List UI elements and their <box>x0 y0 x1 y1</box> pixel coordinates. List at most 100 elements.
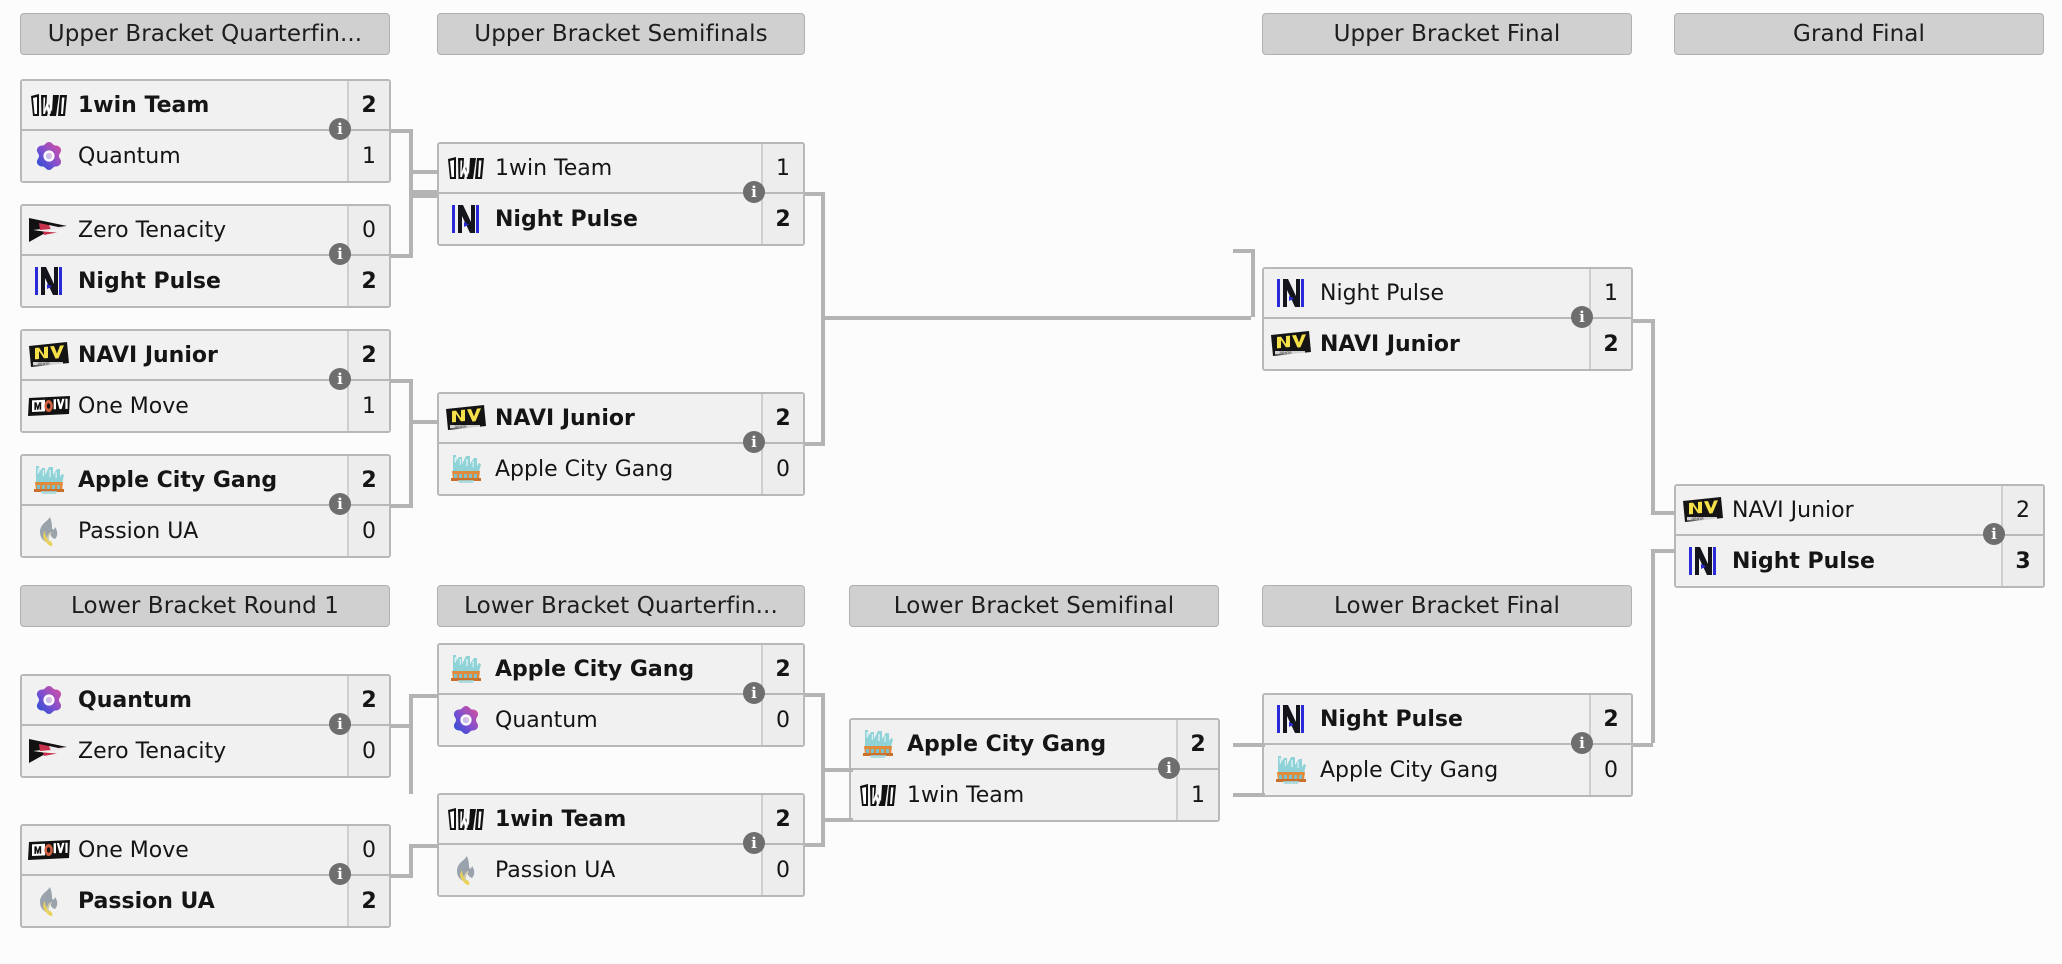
team-score: 1 <box>1176 770 1218 820</box>
match-info-icon[interactable]: i <box>329 713 351 735</box>
bracket-connector <box>391 129 413 133</box>
team-name: NAVI Junior <box>78 342 218 368</box>
team-score: 0 <box>347 506 389 556</box>
team-name: 1win Team <box>907 782 1025 808</box>
match-info-icon[interactable]: i <box>743 832 765 854</box>
team-score: 1 <box>347 131 389 181</box>
match-info-icon[interactable]: i <box>1158 757 1180 779</box>
svg-text:JUNIOR: JUNIOR <box>37 362 50 366</box>
match-info-icon[interactable]: i <box>743 181 765 203</box>
match-info-icon[interactable]: i <box>743 682 765 704</box>
team-name: One Move <box>78 837 189 863</box>
bracket-connector <box>409 420 439 424</box>
bracket-connector <box>409 844 413 876</box>
team-name: NAVI Junior <box>1732 497 1854 523</box>
bracket-connector <box>409 129 413 254</box>
match-info-icon[interactable]: i <box>329 118 351 140</box>
team-score: 2 <box>347 331 389 379</box>
team-name: Apple City Gang <box>78 467 278 493</box>
team-row-bottom[interactable]: Quantum 0 <box>439 695 803 745</box>
team-name: Quantum <box>495 707 598 733</box>
match-info-icon[interactable]: i <box>1983 523 2005 545</box>
team-name: 1win Team <box>495 155 613 181</box>
team-score: 3 <box>2001 536 2043 586</box>
quantum-logo <box>26 683 72 717</box>
team-name: Night Pulse <box>1320 280 1445 306</box>
bracket-connector <box>1233 793 1265 797</box>
team-row-bottom[interactable]: 1win Team 1 <box>851 770 1218 820</box>
bracket-connector <box>391 504 413 508</box>
team-score: 2 <box>347 81 389 129</box>
match-info-icon[interactable]: i <box>329 243 351 265</box>
team-score: 2 <box>761 194 803 244</box>
match-info-icon[interactable]: i <box>1571 732 1593 754</box>
1win-logo <box>855 778 901 812</box>
team-name: Quantum <box>78 687 192 713</box>
match-info-icon[interactable]: i <box>1571 306 1593 328</box>
round-header-ub-qf: Upper Bracket Quarterfin... <box>20 13 390 55</box>
team-score: 0 <box>761 695 803 745</box>
bracket-connector <box>1651 319 1655 511</box>
match-info-icon[interactable]: i <box>329 493 351 515</box>
apple-city-gang-logo <box>1268 753 1314 787</box>
quantum-logo <box>26 139 72 173</box>
navi-junior-logo: JUNIOR <box>26 338 72 372</box>
team-name: Apple City Gang <box>495 656 695 682</box>
team-name: NAVI Junior <box>1320 331 1460 357</box>
apple-city-gang-logo <box>855 727 901 761</box>
team-score: 1 <box>347 381 389 431</box>
match-info-icon[interactable]: i <box>329 863 351 885</box>
match-info-icon[interactable]: i <box>743 431 765 453</box>
passion-ua-logo <box>443 853 489 887</box>
team-score: 0 <box>347 726 389 776</box>
bracket-connector <box>805 843 825 847</box>
bracket-connector <box>1633 743 1653 747</box>
team-score: 0 <box>761 444 803 494</box>
match-info-icon[interactable]: i <box>329 368 351 390</box>
bracket-connector <box>805 442 825 446</box>
night-pulse-logo <box>1268 702 1314 736</box>
bracket-connector <box>1651 549 1676 553</box>
